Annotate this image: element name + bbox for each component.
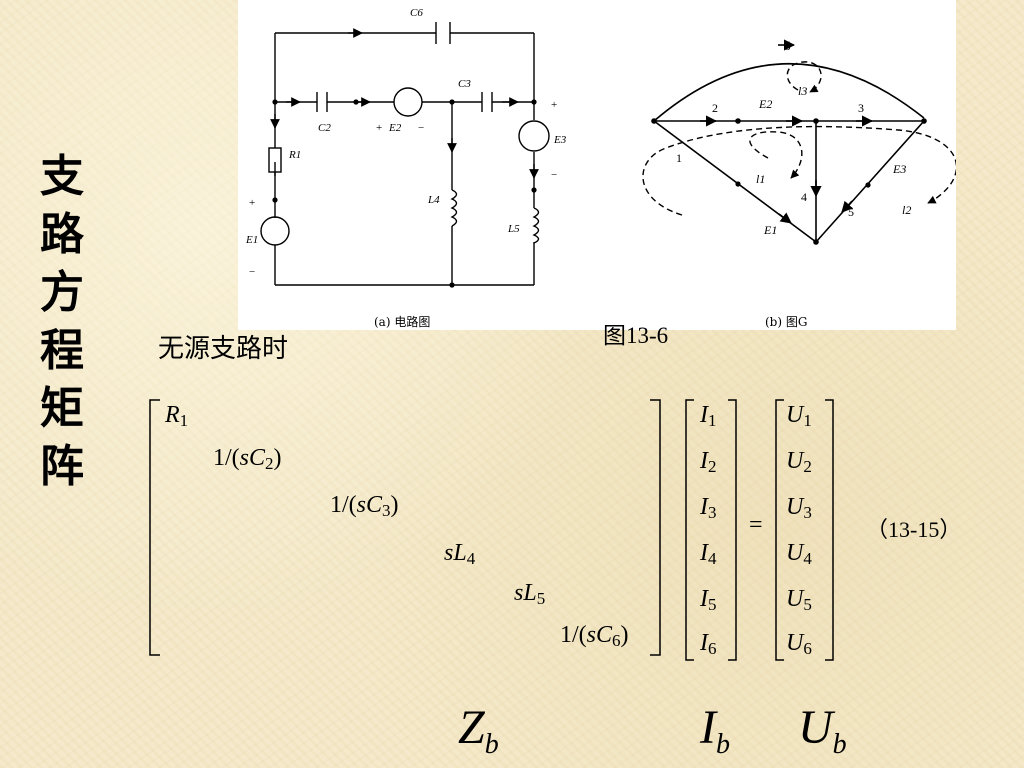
z-entry-4: sL4 (444, 540, 476, 568)
label-r1: R1 (288, 149, 301, 161)
equals-sign: = (749, 512, 763, 538)
z-entry-6: 1/(sC6) (560, 622, 629, 650)
label-plus-e3: + (551, 99, 557, 111)
title-char: 方 (40, 267, 84, 318)
label-e2: E2 (388, 122, 402, 134)
loop-label-l1: l1 (756, 172, 765, 186)
graph-labels: 6 2 3 1 4 5 l3 l1 l2 E2 E3 E1 (676, 38, 911, 237)
label-l4: L4 (427, 194, 440, 206)
u-entry-6: U6 (786, 630, 812, 658)
title-char: 矩 (40, 383, 84, 434)
u-entry-1: U1 (786, 402, 812, 430)
i-entry-1: I1 (700, 402, 717, 430)
branch-label-3: 3 (858, 101, 864, 115)
equation-number: （13-15） (866, 517, 962, 542)
circuit-diagram (260, 22, 550, 286)
label-ib: Ib (700, 701, 730, 760)
z-entry-3: 1/(sC3) (330, 492, 399, 520)
label-ub: Ub (798, 701, 847, 760)
branch-label-6: 6 (784, 38, 791, 53)
branch-label-5: 5 (848, 205, 854, 219)
loop-label-l3: l3 (798, 84, 807, 98)
source-label-e3: E3 (892, 162, 906, 176)
label-e1: E1 (245, 234, 258, 246)
title-char: 支 (40, 151, 84, 202)
label-c2: C2 (318, 122, 331, 134)
label-zb: Zb (458, 701, 499, 760)
figure-svg: C6 C3 C2 + E2 − + E3 − R1 + E1 − L4 L5 (245, 7, 958, 288)
label-plus-e1: + (249, 197, 255, 209)
branch-label-1: 1 (676, 151, 682, 165)
u-entry-5: U5 (786, 586, 812, 614)
title-char: 阵 (40, 441, 84, 492)
graph-loops (642, 61, 958, 216)
label-e3: E3 (553, 134, 567, 146)
i-entry-4: I4 (700, 540, 717, 568)
label-minus-e2: − (418, 122, 424, 134)
branch-label-2: 2 (712, 101, 718, 115)
graph-nodes (651, 118, 927, 245)
u-entry-3: U3 (786, 494, 812, 522)
label-c3: C3 (458, 78, 471, 90)
i-entry-5: I5 (700, 586, 717, 614)
label-minus-e3: − (551, 169, 557, 181)
circuit-labels: C6 C3 C2 + E2 − + E3 − R1 + E1 − L4 L5 (245, 7, 567, 278)
caption-a: (a) 电路图 (374, 315, 431, 329)
branch-label-4: 4 (801, 190, 807, 204)
i-entry-3: I3 (700, 494, 717, 522)
z-entry-1: R1 (165, 402, 189, 430)
i-entry-6: I6 (700, 630, 717, 658)
label-plus-e2: + (376, 122, 382, 134)
figure-caption: 图13-6 (603, 323, 669, 348)
figure-panel: C6 C3 C2 + E2 − + E3 − R1 + E1 − L4 L5 (238, 0, 958, 330)
z-entry-5: sL5 (514, 580, 546, 608)
title-char: 程 (40, 325, 84, 376)
i-entry-2: I2 (700, 448, 717, 476)
label-minus-e1: − (249, 266, 255, 278)
source-label-e1: E1 (763, 223, 777, 237)
caption-b: (b) 图G (765, 315, 808, 329)
z-entry-2: 1/(sC2) (213, 445, 282, 473)
label-c6: C6 (410, 7, 423, 19)
u-entry-4: U4 (786, 540, 812, 568)
graph-g (653, 39, 925, 243)
loop-label-l2: l2 (902, 203, 911, 217)
title-char: 路 (40, 209, 84, 260)
label-l5: L5 (507, 223, 520, 235)
u-entry-2: U2 (786, 448, 812, 476)
circuit-nodes (272, 99, 537, 288)
slide-title: 支 路 方 程 矩 阵 (30, 148, 94, 496)
note-passive-branch: 无源支路时 (158, 334, 289, 364)
source-label-e2: E2 (758, 97, 772, 111)
